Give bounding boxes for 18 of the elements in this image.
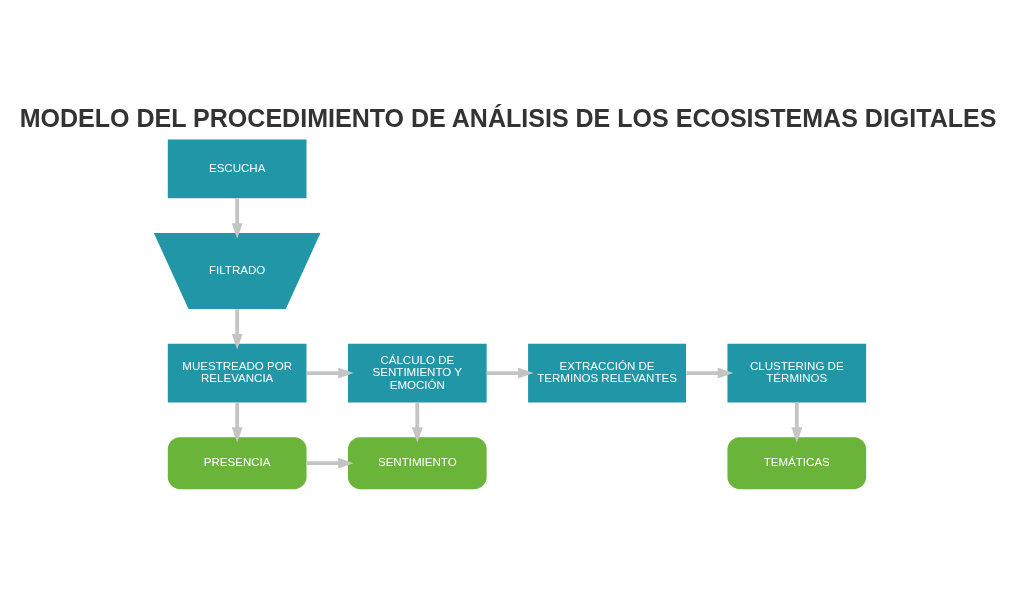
node-box: CÁLCULO DE SENTIMIENTO Y EMOCIÓN — [347, 343, 487, 403]
node-box: ESCUCHA — [167, 139, 307, 199]
node-box: CLUSTERING DE TÉRMINOS — [727, 343, 867, 403]
node-box: PRESENCIA — [167, 437, 307, 490]
arrow — [686, 367, 734, 379]
node-box: EXTRACCIÓN DE TERMINOS RELEVANTES — [528, 343, 687, 403]
arrow — [231, 402, 243, 443]
node-box: TEMÁTICAS — [727, 437, 867, 490]
diagram-title: MODELO DEL PROCEDIMIENTO DE ANÁLISIS DE LOS ECOSISTEMAS DIGITALES — [19, 103, 997, 132]
node-box: SENTIMIENTO — [347, 437, 487, 490]
node-box: MUESTREADO POR RELEVANCIA — [167, 343, 307, 403]
arrow — [486, 367, 534, 379]
arrow — [791, 402, 803, 443]
arrow — [231, 198, 243, 239]
arrow — [231, 309, 243, 350]
arrow — [306, 457, 354, 469]
arrow — [411, 402, 423, 443]
arrow — [306, 367, 354, 379]
